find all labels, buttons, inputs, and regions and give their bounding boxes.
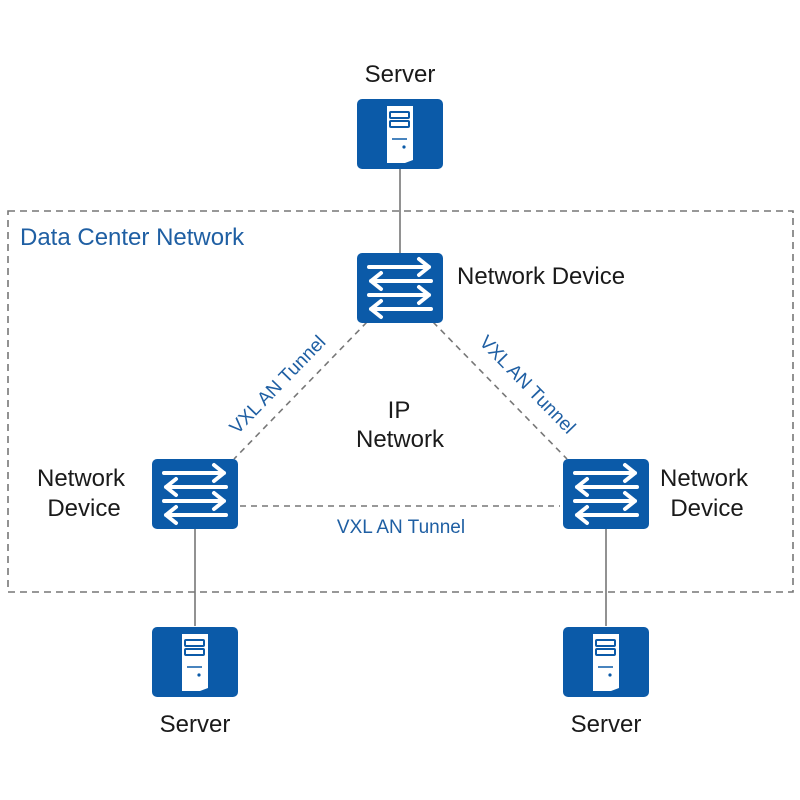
server-icon bbox=[356, 98, 444, 170]
tunnel-bottom-label: VXL AN Tunnel bbox=[337, 517, 465, 538]
network-device-left-label-line1: Network bbox=[37, 465, 126, 492]
network-device-left bbox=[150, 457, 240, 531]
switch-icon bbox=[150, 457, 240, 531]
network-device-top bbox=[355, 251, 445, 325]
server-icon bbox=[151, 626, 239, 698]
switch-icon bbox=[561, 457, 651, 531]
network-device-right bbox=[561, 457, 651, 531]
data-center-title: Data Center Network bbox=[20, 224, 245, 251]
network-device-top-label: Network Device bbox=[457, 263, 625, 290]
server-bottom-right-label: Server bbox=[571, 711, 642, 738]
ip-network-label-line1: IP bbox=[388, 397, 411, 424]
server-icon bbox=[562, 626, 650, 698]
server-bottom-left-label: Server bbox=[160, 711, 231, 738]
tunnel-right-label: VXL AN Tunnel bbox=[475, 332, 579, 439]
tunnel-left-label: VXL AN Tunnel bbox=[226, 332, 330, 439]
tunnel-right-line bbox=[432, 321, 568, 460]
network-device-left-label-line2: Device bbox=[47, 495, 120, 522]
switch-icon bbox=[355, 251, 445, 325]
data-center-boundary bbox=[7, 210, 794, 593]
ip-network-label-line2: Network bbox=[356, 426, 445, 453]
network-device-right-label-line2: Device bbox=[670, 495, 743, 522]
server-top-label: Server bbox=[365, 61, 436, 88]
network-device-right-label-line1: Network bbox=[660, 465, 749, 492]
tunnel-left-line bbox=[233, 321, 368, 460]
server-bottom-left bbox=[151, 626, 239, 698]
server-top bbox=[356, 98, 444, 170]
server-bottom-right bbox=[562, 626, 650, 698]
